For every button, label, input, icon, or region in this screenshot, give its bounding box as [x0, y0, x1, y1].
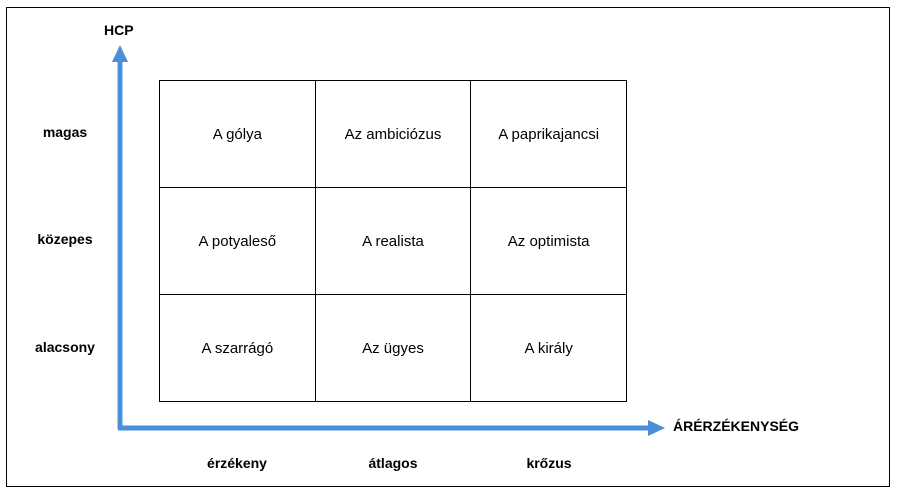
matrix-row: A szarrágó Az ügyes A király — [159, 294, 627, 402]
matrix-row: A potyaleső A realista Az optimista — [159, 187, 627, 295]
matrix-cell: A paprikajancsi — [470, 80, 627, 188]
matrix-cell: A király — [470, 294, 627, 402]
x-axis-title: ÁRÉRZÉKENYSÉG — [673, 418, 800, 434]
matrix-row: A gólya Az ambiciózus A paprikajancsi — [159, 80, 627, 188]
matrix-cell: A realista — [314, 187, 472, 295]
diagram-frame — [6, 7, 890, 487]
matrix-cell: A potyaleső — [159, 187, 316, 295]
matrix-cell: Az optimista — [470, 187, 627, 295]
matrix-cell: A gólya — [159, 80, 316, 188]
row-label-medium: közepes — [37, 231, 93, 247]
matrix-cell: Az ügyes — [314, 294, 472, 402]
col-label-wealthy: krőzus — [526, 455, 572, 471]
segment-matrix: A gólya Az ambiciózus A paprikajancsi A … — [159, 80, 627, 402]
y-axis-title: HCP — [104, 22, 134, 38]
row-label-high: magas — [42, 124, 88, 140]
matrix-cell: Az ambiciózus — [314, 80, 472, 188]
col-label-sensitive: érzékeny — [207, 455, 267, 471]
matrix-cell: A szarrágó — [159, 294, 316, 402]
y-axis-arrowhead — [112, 45, 128, 62]
col-label-average: átlagos — [368, 455, 418, 471]
x-axis-arrowhead — [648, 420, 665, 436]
row-label-low: alacsony — [35, 339, 95, 355]
